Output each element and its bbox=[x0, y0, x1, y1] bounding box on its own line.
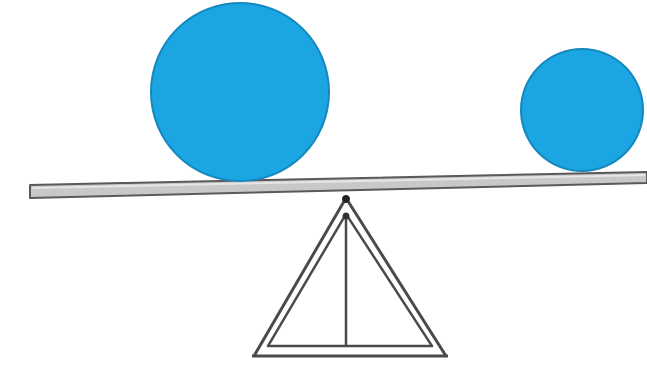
large-ball bbox=[151, 3, 329, 181]
small-ball bbox=[521, 49, 643, 171]
fulcrum-top-joint bbox=[343, 213, 350, 220]
pivot-point bbox=[342, 195, 350, 203]
